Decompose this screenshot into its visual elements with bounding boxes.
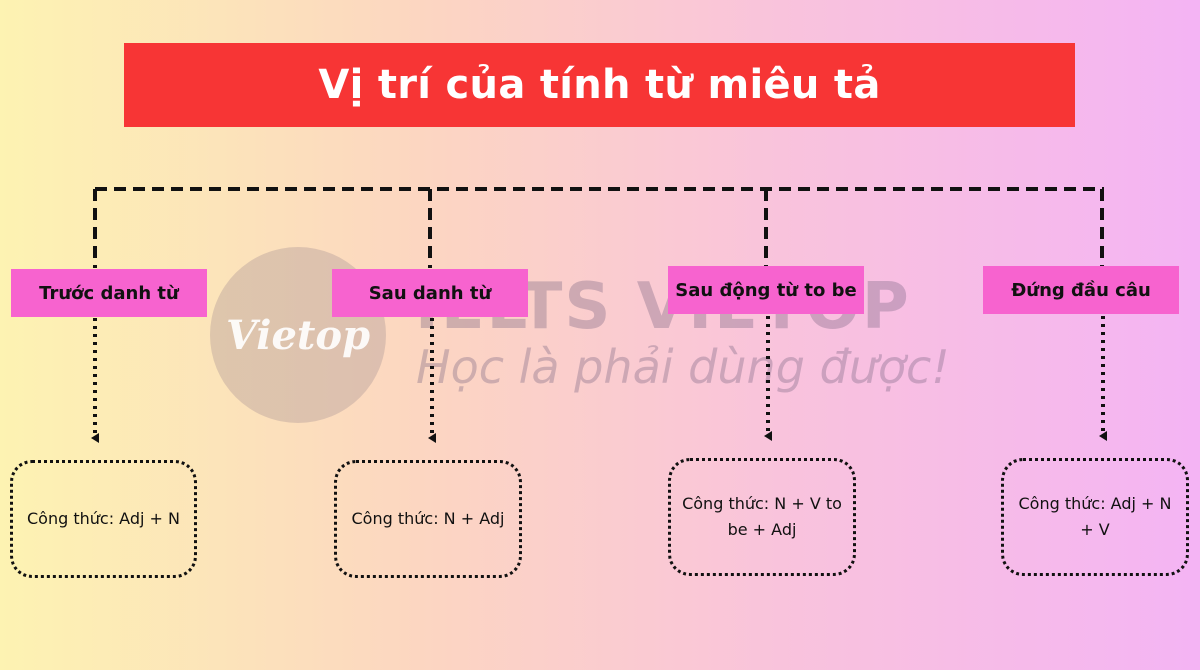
formula-text: Công thức: Adj + N [27, 509, 180, 528]
formula-text: Công thức: Adj + N + V [1018, 494, 1172, 539]
slogan-watermark: Học là phải dùng được! [416, 340, 950, 394]
formula-box-before-noun: Công thức: Adj + N [10, 460, 197, 578]
category-after-to-be: Sau động từ to be [668, 266, 864, 314]
formula-box-sentence-start: Công thức: Adj + N + V [1001, 458, 1189, 576]
category-before-noun: Trước danh từ [11, 269, 207, 317]
category-after-noun: Sau danh từ [332, 269, 528, 317]
formula-box-after-to-be: Công thức: N + V to be + Adj [668, 458, 856, 576]
category-label: Sau danh từ [368, 282, 492, 304]
category-label: Trước danh từ [39, 282, 179, 304]
category-label: Đứng đầu câu [1011, 279, 1151, 301]
formula-box-after-noun: Công thức: N + Adj [334, 460, 522, 578]
category-label: Sau động từ to be [675, 279, 857, 301]
diagram-title: Vị trí của tính từ miêu tả [124, 43, 1075, 127]
category-sentence-start: Đứng đầu câu [983, 266, 1179, 314]
title-text: Vị trí của tính từ miêu tả [318, 62, 881, 108]
formula-text: Công thức: N + V to be + Adj [682, 494, 842, 539]
logo-text: Vietop [225, 311, 371, 359]
formula-text: Công thức: N + Adj [351, 509, 505, 528]
